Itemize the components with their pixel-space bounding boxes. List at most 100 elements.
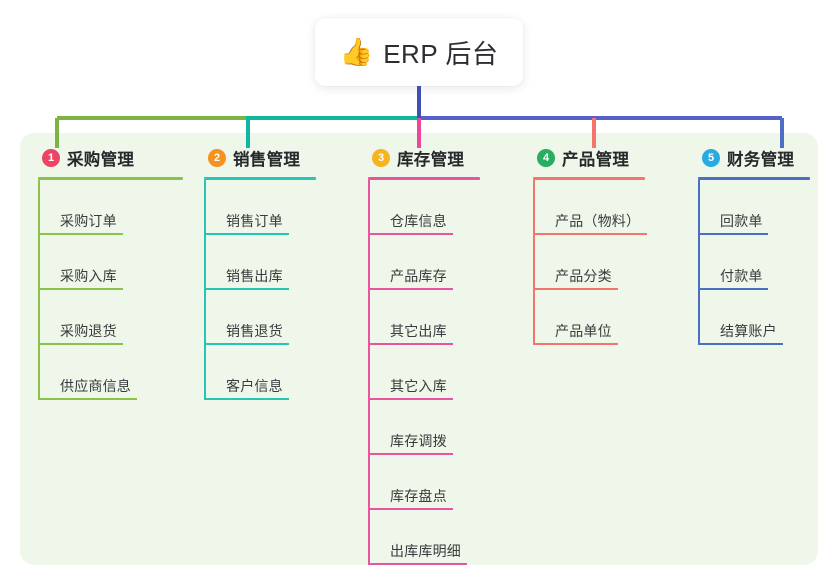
leaf-item-label: 销售出库 (226, 268, 283, 284)
leaf-item[interactable]: 产品分类 (533, 235, 645, 290)
leaf-item-label: 采购订单 (60, 213, 117, 229)
leaf-underline (368, 288, 453, 290)
leaf-spine (698, 235, 700, 290)
leaf-spine (204, 345, 206, 400)
leaf-item[interactable]: 付款单 (698, 235, 810, 290)
leaf-item[interactable]: 产品单位 (533, 290, 645, 345)
branch-item-list-2: 销售订单销售出库销售退货客户信息 (204, 180, 316, 400)
leaf-spine (38, 235, 40, 290)
leaf-item-label: 销售退货 (226, 323, 283, 339)
leaf-underline (204, 288, 289, 290)
leaf-underline (368, 563, 467, 565)
branch-column-4: 4 产品管理产品（物料） 产品分类产品单位 (533, 145, 647, 345)
branch-badge-2: 2 (208, 149, 226, 167)
leaf-spine (698, 290, 700, 345)
leaf-item-label: 产品分类 (555, 268, 612, 284)
diagram-background-panel (20, 133, 818, 565)
leaf-item-label: 其它出库 (390, 323, 447, 339)
leaf-item[interactable]: 供应商信息 (38, 345, 183, 400)
leaf-underline (368, 398, 453, 400)
branch-header-5[interactable]: 5 财务管理 (698, 145, 810, 171)
branch-badge-4: 4 (537, 149, 555, 167)
leaf-item[interactable]: 采购入库 (38, 235, 183, 290)
branch-title-5: 财务管理 (727, 151, 795, 169)
branch-header-3[interactable]: 3 库存管理 (368, 145, 480, 171)
leaf-spine (204, 290, 206, 345)
leaf-spine (204, 180, 206, 235)
branch-rule-2 (204, 177, 316, 180)
leaf-item-label: 其它入库 (390, 378, 447, 394)
branch-badge-3: 3 (372, 149, 390, 167)
leaf-item-label: 仓库信息 (390, 213, 447, 229)
leaf-item[interactable]: 结算账户 (698, 290, 810, 345)
leaf-underline (698, 233, 768, 235)
root-node-title: ERP 后台 (383, 38, 499, 69)
leaf-item-label: 回款单 (720, 213, 763, 229)
leaf-item-label: 产品（物料） (555, 213, 641, 229)
branch-header-4[interactable]: 4 产品管理 (533, 145, 645, 171)
leaf-item[interactable]: 仓库信息 (368, 180, 480, 235)
branch-rule-5 (698, 177, 810, 180)
leaf-underline (368, 508, 453, 510)
leaf-item-label: 出库库明细 (390, 543, 461, 559)
leaf-spine (368, 455, 370, 510)
leaf-item[interactable]: 库存盘点 (368, 455, 480, 510)
leaf-item-label: 库存盘点 (390, 488, 447, 504)
leaf-item[interactable]: 其它出库 (368, 290, 480, 345)
leaf-underline (533, 343, 618, 345)
branch-item-list-1: 采购订单采购入库采购退货供应商信息 (38, 180, 183, 400)
leaf-underline (698, 288, 768, 290)
leaf-item[interactable]: 客户信息 (204, 345, 316, 400)
leaf-spine (38, 345, 40, 400)
branch-column-2: 2 销售管理销售订单销售出库销售退货客户信息 (204, 145, 316, 400)
leaf-underline (533, 233, 647, 235)
leaf-spine (368, 290, 370, 345)
branch-item-list-5: 回款单付款单结算账户 (698, 180, 810, 345)
leaf-underline (38, 343, 123, 345)
thumbs-up-icon: 👍 (339, 36, 374, 68)
branch-title-3: 库存管理 (397, 151, 465, 169)
leaf-underline (204, 343, 289, 345)
leaf-spine (368, 235, 370, 290)
leaf-underline (368, 343, 453, 345)
leaf-underline (38, 398, 137, 400)
leaf-item[interactable]: 销售退货 (204, 290, 316, 345)
branch-badge-5: 5 (702, 149, 720, 167)
leaf-item-label: 供应商信息 (60, 378, 131, 394)
branch-item-list-3: 仓库信息产品库存其它出库其它入库库存调拨库存盘点出库库明细 (368, 180, 480, 565)
branch-title-4: 产品管理 (562, 151, 630, 169)
leaf-item[interactable]: 产品（物料） (533, 180, 647, 235)
leaf-item[interactable]: 销售订单 (204, 180, 316, 235)
leaf-item-label: 产品单位 (555, 323, 612, 339)
branch-badge-1: 1 (42, 149, 60, 167)
branch-rule-3 (368, 177, 480, 180)
leaf-spine (533, 180, 535, 235)
leaf-item[interactable]: 采购订单 (38, 180, 183, 235)
leaf-item[interactable]: 其它入库 (368, 345, 480, 400)
branch-title-2: 销售管理 (233, 151, 301, 169)
leaf-underline (533, 288, 618, 290)
branch-header-2[interactable]: 2 销售管理 (204, 145, 316, 171)
leaf-item[interactable]: 出库库明细 (368, 510, 480, 565)
branch-rule-1 (38, 177, 183, 180)
branch-column-3: 3 库存管理仓库信息产品库存其它出库其它入库库存调拨库存盘点出库库明细 (368, 145, 480, 565)
leaf-spine (368, 400, 370, 455)
leaf-item-label: 销售订单 (226, 213, 283, 229)
leaf-item-label: 结算账户 (720, 323, 777, 339)
leaf-item[interactable]: 库存调拨 (368, 400, 480, 455)
leaf-item-label: 采购退货 (60, 323, 117, 339)
leaf-item[interactable]: 销售出库 (204, 235, 316, 290)
leaf-item[interactable]: 产品库存 (368, 235, 480, 290)
leaf-item[interactable]: 回款单 (698, 180, 810, 235)
leaf-underline (698, 343, 783, 345)
leaf-underline (368, 233, 453, 235)
leaf-spine (698, 180, 700, 235)
leaf-item-label: 客户信息 (226, 378, 283, 394)
root-node-card[interactable]: 👍 ERP 后台 (315, 18, 523, 86)
leaf-item[interactable]: 采购退货 (38, 290, 183, 345)
leaf-underline (204, 233, 289, 235)
leaf-spine (533, 235, 535, 290)
leaf-spine (38, 180, 40, 235)
